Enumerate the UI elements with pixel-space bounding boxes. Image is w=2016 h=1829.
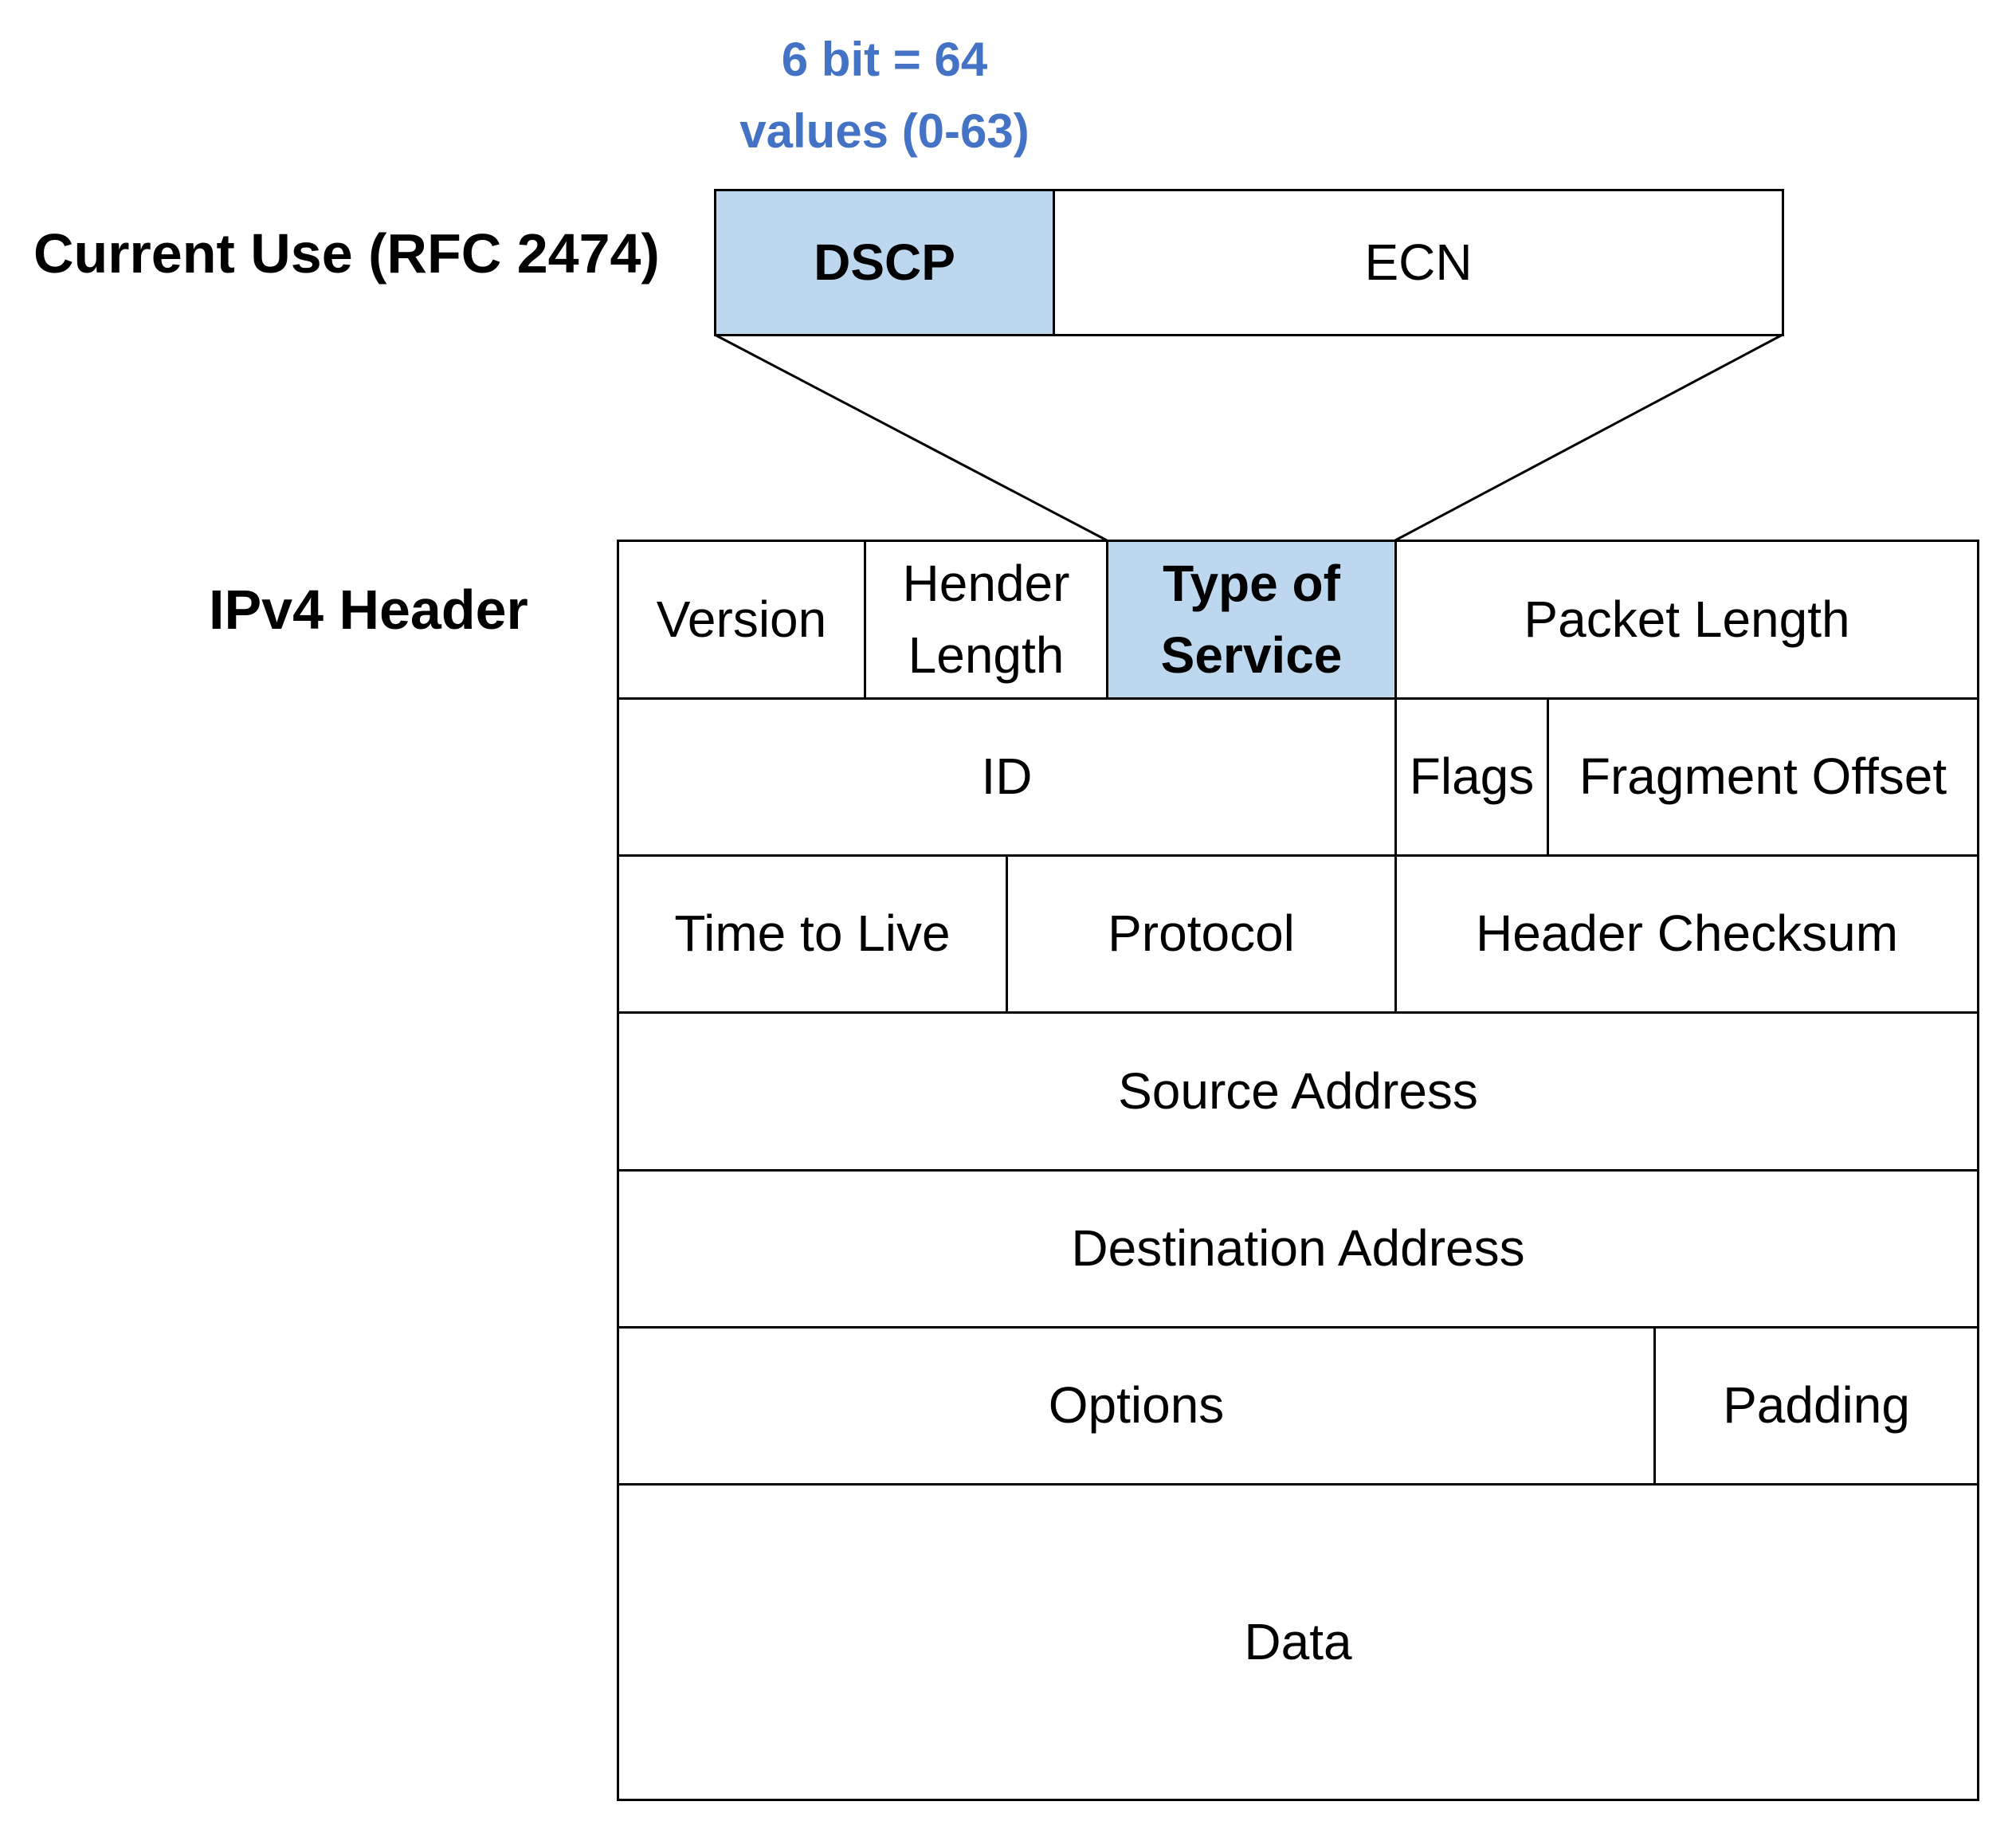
data-field: Data bbox=[617, 1483, 1979, 1801]
type-of-service-line2: Service bbox=[1160, 626, 1343, 684]
ipv4-header-label: IPv4 Header bbox=[209, 579, 528, 641]
header-length-line2: Length bbox=[908, 626, 1065, 684]
bit-count-note-line1: 6 bit = 64 bbox=[781, 33, 988, 86]
bit-count-note-line2: values (0-63) bbox=[739, 104, 1030, 158]
header-length-line1: Hender bbox=[902, 554, 1070, 612]
protocol-field: Protocol bbox=[1006, 854, 1397, 1014]
flags-field: Flags bbox=[1394, 697, 1549, 857]
type-of-service-line1: Type of bbox=[1163, 554, 1340, 612]
source-address-field: Source Address bbox=[617, 1011, 1979, 1172]
ecn-field: ECN bbox=[1053, 189, 1784, 336]
options-field: Options bbox=[617, 1326, 1656, 1486]
current-use-label: Current Use (RFC 2474) bbox=[33, 222, 660, 285]
type-of-service-field: Type of Service bbox=[1106, 540, 1397, 700]
fragment-offset-field: Fragment Offset bbox=[1547, 697, 1979, 857]
connector-line-right bbox=[1394, 333, 1783, 542]
dscp-field: DSCP bbox=[714, 189, 1055, 336]
packet-length-field: Packet Length bbox=[1394, 540, 1979, 700]
version-field: Version bbox=[617, 540, 866, 700]
time-to-live-field: Time to Live bbox=[617, 854, 1008, 1014]
padding-field: Padding bbox=[1653, 1326, 1979, 1486]
id-field: ID bbox=[617, 697, 1397, 857]
header-length-field: Hender Length bbox=[864, 540, 1108, 700]
header-checksum-field: Header Checksum bbox=[1394, 854, 1979, 1014]
destination-address-field: Destination Address bbox=[617, 1169, 1979, 1329]
bit-count-note: 6 bit = 64 values (0-63) bbox=[701, 24, 1068, 167]
connector-line-left bbox=[714, 333, 1108, 542]
